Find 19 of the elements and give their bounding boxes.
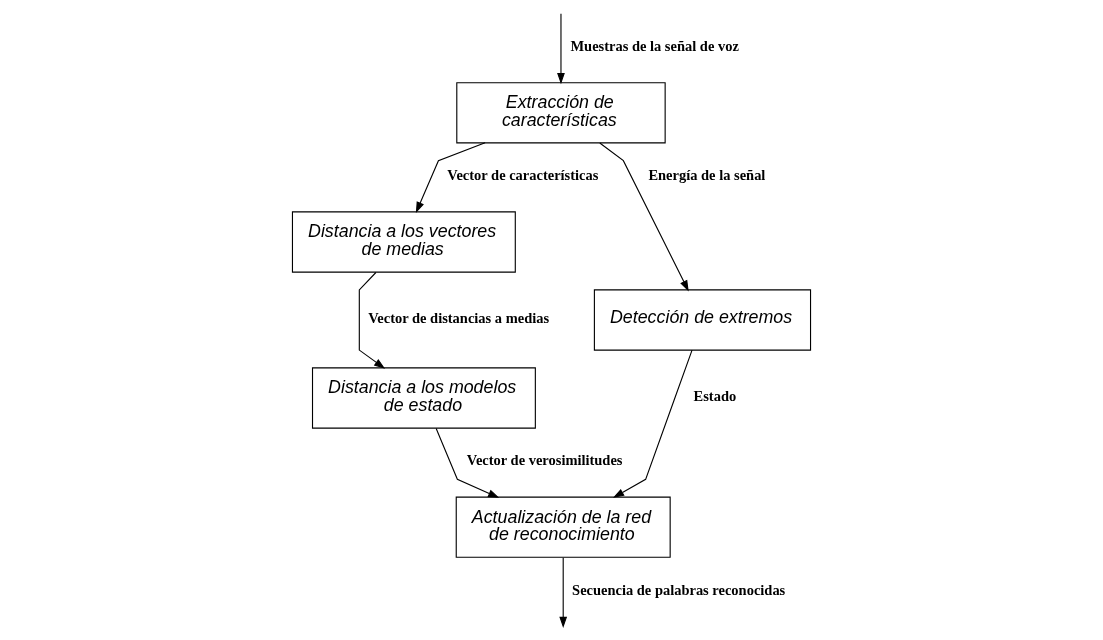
edge-label: Muestras de la señal de voz	[570, 37, 739, 54]
arrow	[415, 142, 486, 214]
arrow	[559, 557, 568, 628]
arrow	[613, 349, 693, 498]
edge-label: Vector de distancias a medias	[368, 309, 550, 326]
edge-label: Vector de verosimilitudes	[466, 452, 623, 469]
edge-label: Estado	[693, 387, 737, 404]
arrow	[599, 142, 689, 292]
node-box: Distancia a los modelos de estado	[311, 367, 536, 429]
arrow	[358, 271, 386, 369]
arrow	[557, 13, 565, 85]
arrow	[435, 427, 500, 498]
node-box: Actualización de la red de reconocimiento	[455, 496, 671, 558]
edge-label: Secuencia de palabras reconocidas	[572, 581, 786, 598]
node-box: Detección de extremos	[593, 289, 812, 351]
edge-label: Vector de características	[447, 167, 599, 184]
node-box: Distancia a los vectores de medias	[291, 211, 516, 273]
edge-label: Energía de la señal	[648, 167, 766, 184]
node-box: Extracción de características	[456, 82, 666, 144]
